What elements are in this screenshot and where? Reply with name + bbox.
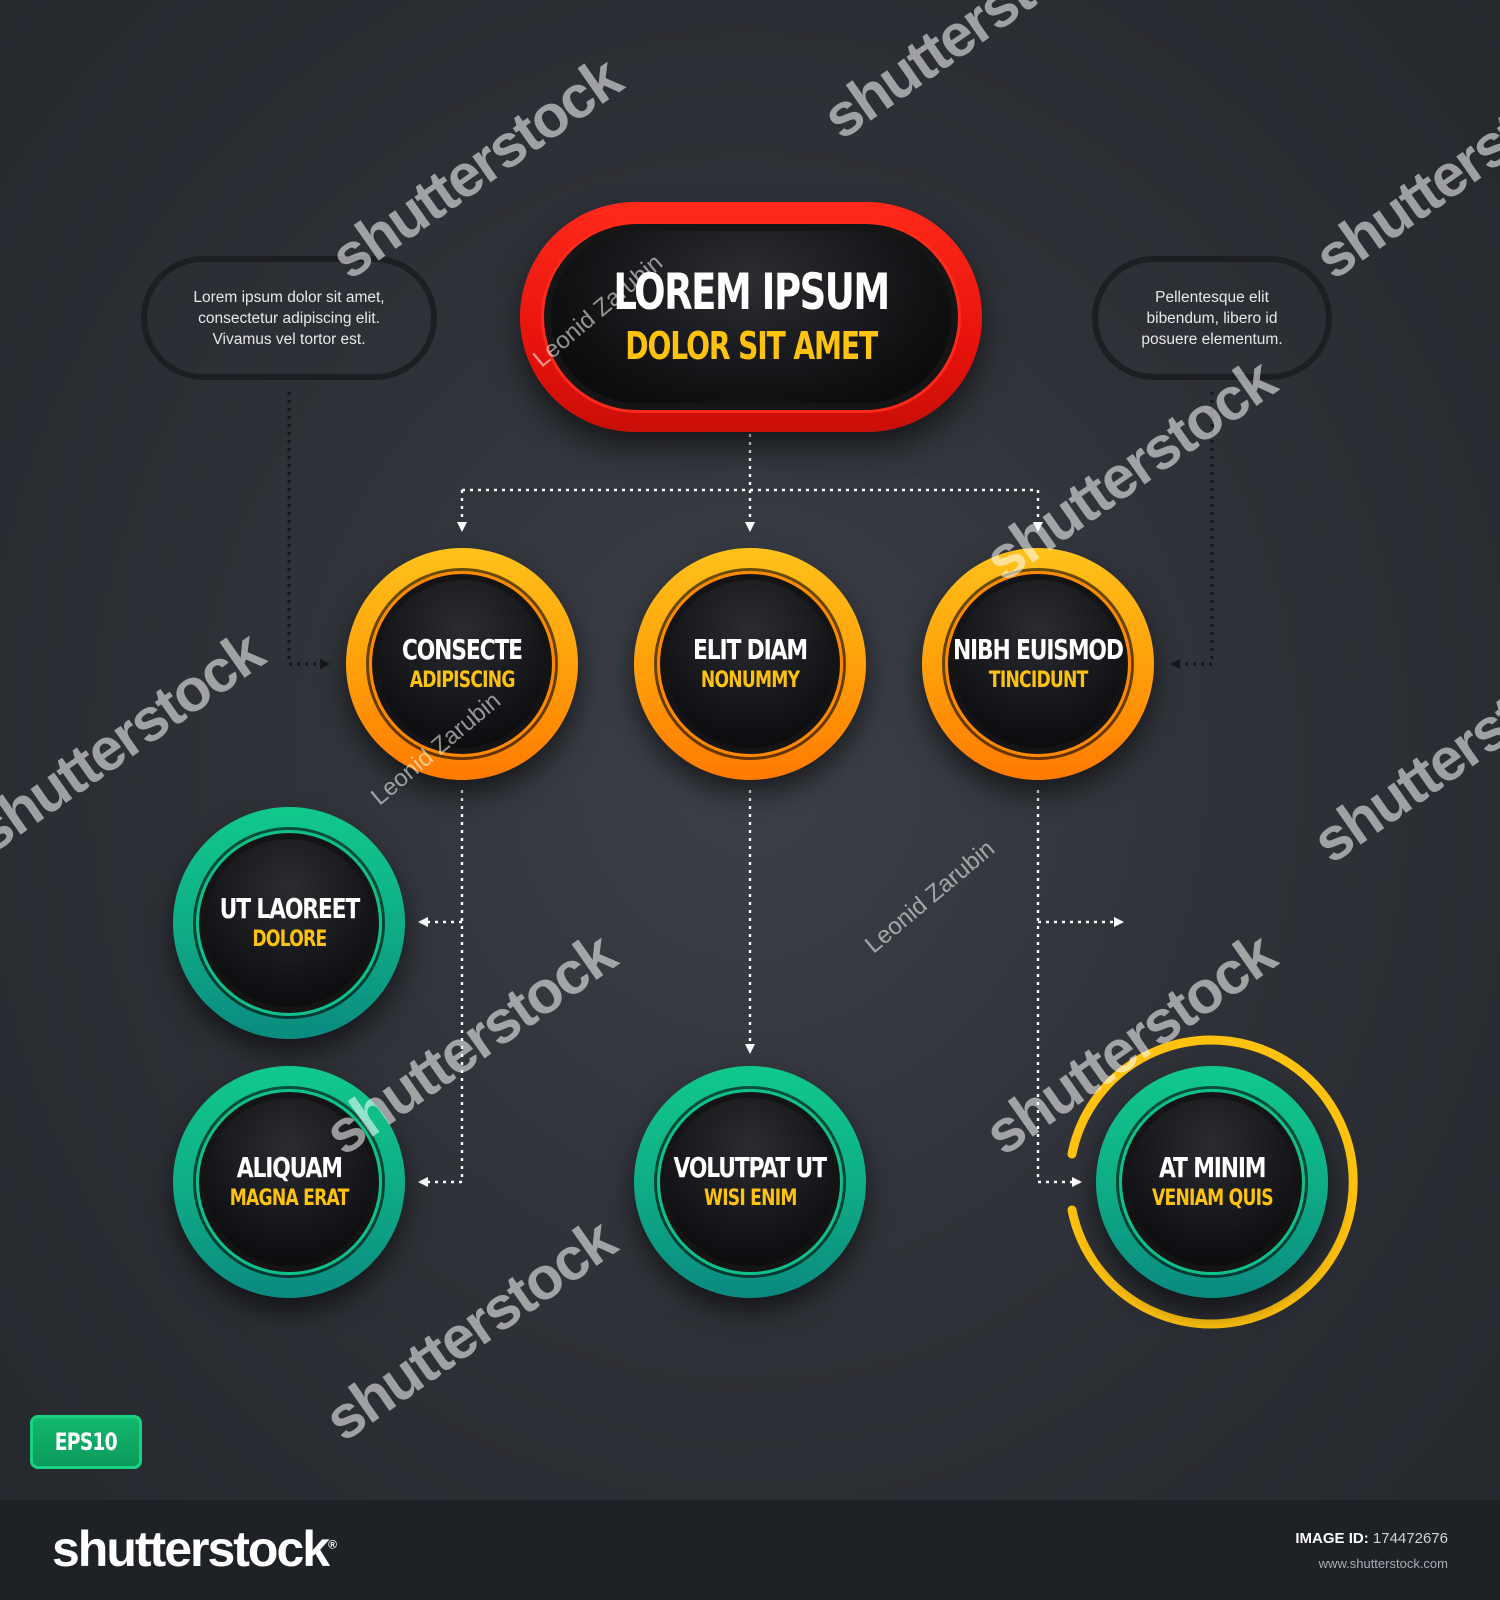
footer-brand-text: shutterstock (52, 1521, 330, 1577)
node-core: CONSECTE ADIPISCING (369, 571, 555, 757)
note-left: Lorem ipsum dolor sit amet, consectetur a… (141, 256, 437, 380)
footer-bar: shutterstock® IMAGE ID: 174472676 www.sh… (0, 1500, 1500, 1600)
node-title: ELIT DIAM (693, 632, 808, 666)
connector-note-left (287, 392, 330, 669)
node-core: AT MINIM VENIAM QUIS (1119, 1089, 1305, 1275)
highlight-ring (1067, 1035, 1358, 1329)
node-ut-laoreet: UT LAOREET DOLORE (173, 807, 405, 1039)
footer-image-id-value: 174472676 (1372, 1530, 1448, 1547)
node-core: ELIT DIAM NONUMMY (657, 571, 843, 757)
footer-image-id: IMAGE ID: 174472676 (1295, 1530, 1448, 1547)
node-core: NIBH EUISMOD TINCIDUNT (945, 571, 1131, 757)
node-subtitle: TINCIDUNT (988, 667, 1088, 693)
node-title: NIBH EUISMOD (953, 632, 1124, 666)
node-volutpat-ut: VOLUTPAT UT WISI ENIM (634, 1066, 866, 1298)
node-at-minim: AT MINIM VENIAM QUIS (1096, 1066, 1328, 1298)
node-subtitle: DOLORE (251, 926, 327, 952)
note-right-line-3: posuere elementum. (1141, 330, 1283, 348)
node-elit-diam: ELIT DIAM NONUMMY (634, 548, 866, 780)
node-title: AT MINIM (1158, 1150, 1267, 1184)
node-core: ALIQUAM MAGNA ERAT (196, 1089, 382, 1275)
node-aliquam: ALIQUAM MAGNA ERAT (173, 1066, 405, 1298)
eps-badge-label: EPS10 (54, 1428, 118, 1456)
eps-badge: EPS10 (30, 1415, 142, 1469)
node-core: UT LAOREET DOLORE (196, 830, 382, 1016)
note-left-line-3: Vivamus vel tortor est. (212, 330, 366, 348)
connector-note-right (1170, 392, 1214, 669)
node-core: VOLUTPAT UT WISI ENIM (657, 1089, 843, 1275)
note-left-line-2: consectetur adipiscing elit. (198, 309, 380, 327)
node-subtitle: NONUMMY (700, 667, 800, 693)
node-nibh-euismod: NIBH EUISMOD TINCIDUNT (922, 548, 1154, 780)
node-title: UT LAOREET (219, 891, 360, 925)
note-right-line-1: Pellentesque elit (1155, 288, 1269, 306)
note-left-line-1: Lorem ipsum dolor sit amet, (193, 288, 385, 306)
root-node-title: LOREM IPSUM (613, 263, 890, 322)
footer-brand-logo: shutterstock® (52, 1521, 337, 1577)
root-node: LOREM IPSUM DOLOR SIT AMET (520, 202, 982, 432)
node-title: CONSECTE (401, 632, 523, 666)
footer-site-link[interactable]: www.shutterstock.com (1318, 1556, 1448, 1571)
connector-layer (287, 392, 1358, 1329)
node-title: VOLUTPAT UT (673, 1150, 828, 1184)
footer-image-id-label: IMAGE ID: (1295, 1530, 1369, 1547)
note-right-line-2: bibendum, libero id (1146, 309, 1278, 327)
node-subtitle: ADIPISCING (409, 667, 516, 693)
note-right: Pellentesque elit bibendum, libero id posu… (1092, 256, 1332, 380)
node-subtitle: WISI ENIM (703, 1185, 797, 1211)
node-title: ALIQUAM (236, 1150, 342, 1184)
node-subtitle: VENIAM QUIS (1151, 1185, 1274, 1211)
root-node-core: LOREM IPSUM DOLOR SIT AMET (541, 221, 961, 413)
node-consecte: CONSECTE ADIPISCING (346, 548, 578, 780)
node-subtitle: MAGNA ERAT (229, 1185, 350, 1211)
root-node-subtitle: DOLOR SIT AMET (625, 324, 878, 369)
